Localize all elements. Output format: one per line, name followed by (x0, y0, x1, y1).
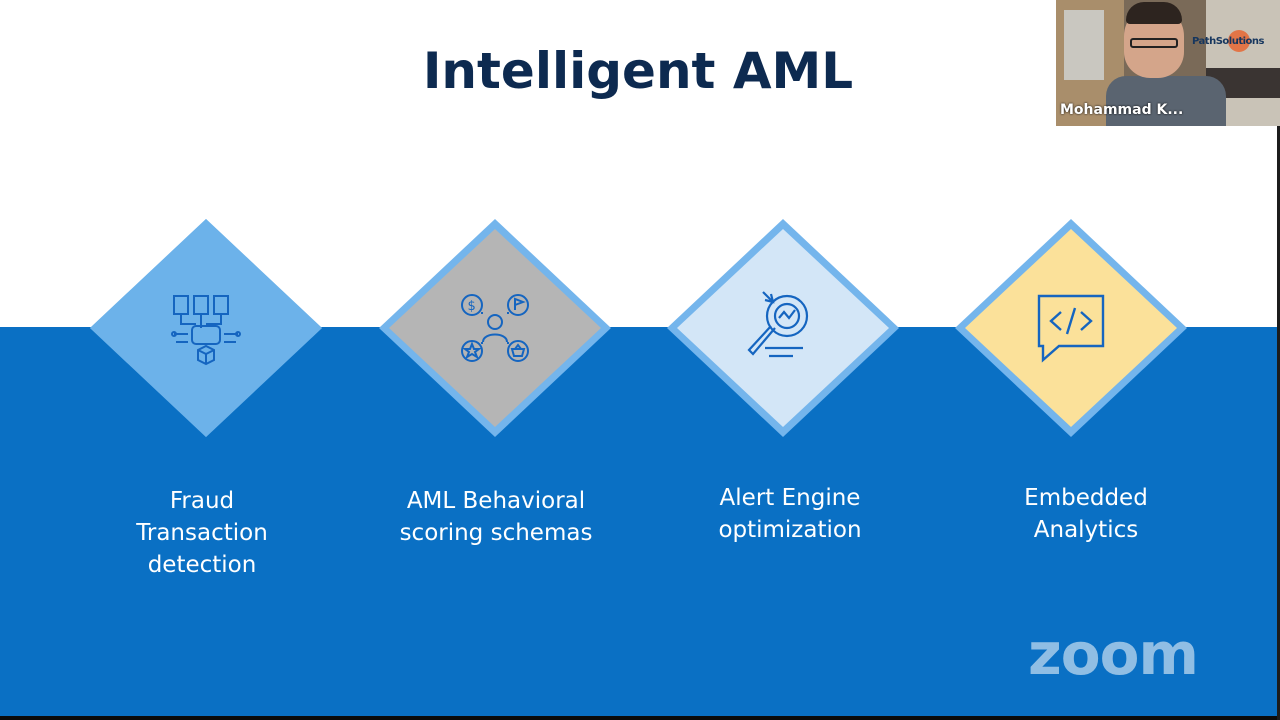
network-documents-icon (171, 295, 241, 366)
diamond-fraud-detection (90, 219, 322, 437)
participant-video-tile[interactable]: PathSolutions Mohammad K... (1056, 0, 1280, 126)
zoom-logo: zoom (1028, 620, 1199, 688)
screen-edge-right (1277, 126, 1280, 720)
label-fraud-detection: Fraud Transaction detection (136, 488, 268, 578)
label-alert-engine: Alert Engine optimization (718, 485, 862, 543)
slide-title: Intelligent AML (422, 42, 854, 100)
svg-text:$: $ (468, 299, 476, 314)
background-brand-logo: PathSolutions (1192, 36, 1264, 47)
diamond-alert-engine (667, 219, 899, 437)
label-embedded-analytics: Embedded Analytics (1024, 485, 1148, 543)
code-chat-icon (1037, 294, 1105, 363)
participant-name: Mohammad K... (1060, 102, 1184, 118)
target-optimization-icon (747, 291, 809, 358)
label-behavioral-scoring: AML Behavioral scoring schemas (399, 488, 593, 546)
behavior-scoring-icon: $ (461, 294, 529, 362)
diamond-embedded-analytics (955, 219, 1187, 437)
diamond-behavioral-scoring: $ (379, 219, 611, 437)
screen-edge-bottom (0, 716, 1280, 720)
